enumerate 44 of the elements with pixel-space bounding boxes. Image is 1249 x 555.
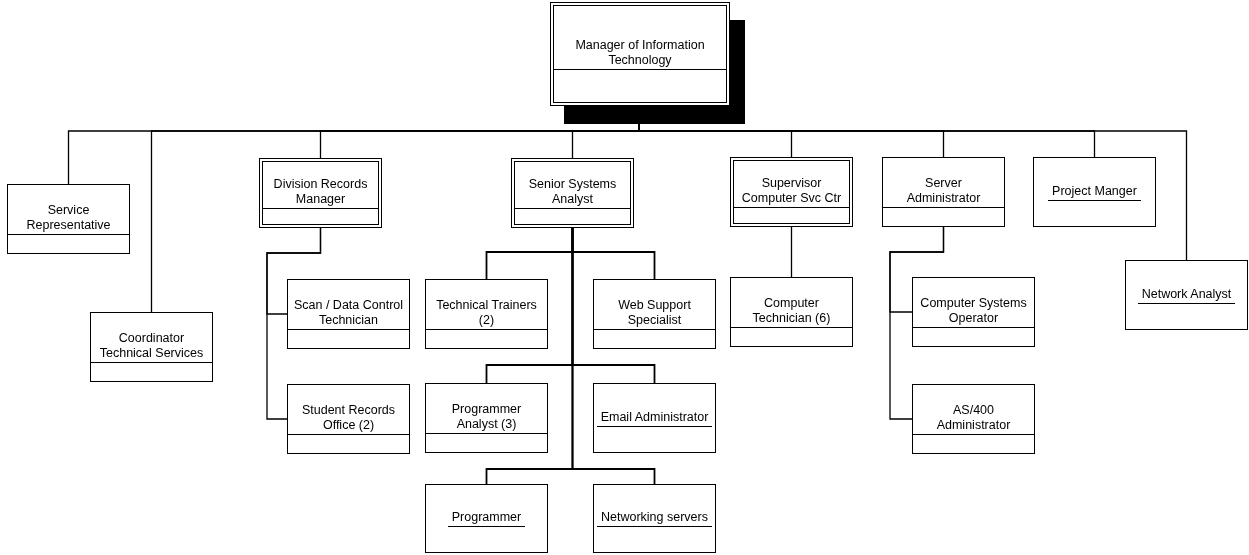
position-box xyxy=(912,384,1035,454)
position-box xyxy=(730,277,853,347)
position-box xyxy=(7,184,130,254)
job-title: Scan / Data Control Technician xyxy=(288,298,409,330)
job-title: Senior Systems Analyst xyxy=(515,177,630,209)
job-title: Programmer xyxy=(447,510,526,527)
connector-line xyxy=(889,226,945,420)
job-title: Service Representative xyxy=(8,203,129,235)
position-box xyxy=(511,158,634,228)
position-box xyxy=(593,484,716,553)
job-title: Technical Trainers (2) xyxy=(426,298,547,330)
position-box xyxy=(593,383,716,453)
position-box xyxy=(1125,260,1248,330)
position-box xyxy=(425,279,548,349)
position-box xyxy=(90,312,213,382)
job-title: Server Administrator xyxy=(883,176,1004,208)
position-box xyxy=(425,484,548,553)
job-title: Network Analyst xyxy=(1137,286,1236,304)
job-title: Programmer Analyst (3) xyxy=(426,402,547,434)
position-box xyxy=(912,277,1035,347)
position-box xyxy=(287,384,410,454)
job-title: Student Records Office (2) xyxy=(288,403,409,435)
job-title: AS/400 Administrator xyxy=(913,403,1034,435)
job-title: Supervisor Computer Svc Ctr xyxy=(734,176,849,208)
position-box xyxy=(287,279,410,349)
position-box xyxy=(882,157,1005,227)
job-title: Email Administrator xyxy=(596,409,713,427)
job-title: Division Records Manager xyxy=(263,177,378,209)
position-box xyxy=(1033,157,1156,227)
job-title: Computer Technician (6) xyxy=(731,296,852,328)
job-title: Networking servers xyxy=(597,510,712,527)
job-title: Project Manger xyxy=(1048,183,1141,201)
job-title: Computer Systems Operator xyxy=(913,296,1034,328)
position-box xyxy=(425,383,548,453)
job-title: Coordinator Technical Services xyxy=(91,331,212,363)
position-box xyxy=(259,158,382,228)
job-title: Manager of Information Technology xyxy=(554,38,726,70)
position-box xyxy=(550,2,730,106)
position-box xyxy=(593,279,716,349)
connector-line xyxy=(571,227,656,485)
connector-line xyxy=(266,227,322,420)
job-title: Web Support Specialist xyxy=(594,298,715,330)
connector-line xyxy=(790,226,793,278)
position-box xyxy=(730,157,853,227)
